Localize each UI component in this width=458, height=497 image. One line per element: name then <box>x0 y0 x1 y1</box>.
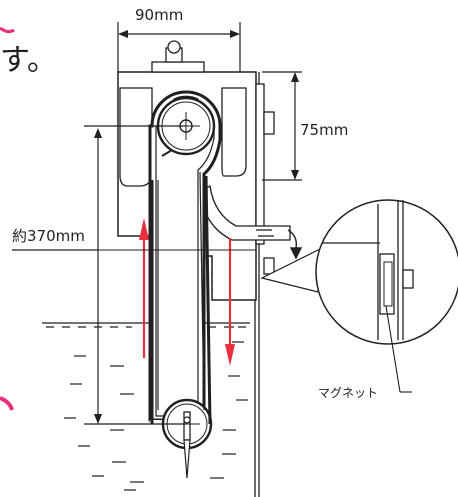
cropped-pink-mark-top <box>0 26 15 34</box>
detail-callout <box>260 199 458 393</box>
height-label: 75mm <box>300 121 349 139</box>
dimension-width <box>117 22 241 72</box>
up-flow-arrow <box>139 218 149 358</box>
housing-window-left <box>119 87 153 187</box>
width-label: 90mm <box>135 6 184 24</box>
top-pin <box>151 40 205 73</box>
cropped-pink-mark-bottom <box>0 396 14 411</box>
length-label: 約370mm <box>12 227 85 245</box>
dimension-height <box>262 71 302 181</box>
water-surface <box>42 322 250 328</box>
outflow-arrow <box>287 229 303 260</box>
belt-sides <box>150 171 212 425</box>
bottom-pulley <box>150 398 224 479</box>
down-flow-arrow <box>225 238 235 366</box>
water-ripples <box>64 341 248 491</box>
dimension-length <box>12 125 186 425</box>
magnet-label: マグネット <box>318 386 379 400</box>
cropped-text: す。 <box>0 43 57 78</box>
housing-window-right <box>221 87 247 177</box>
